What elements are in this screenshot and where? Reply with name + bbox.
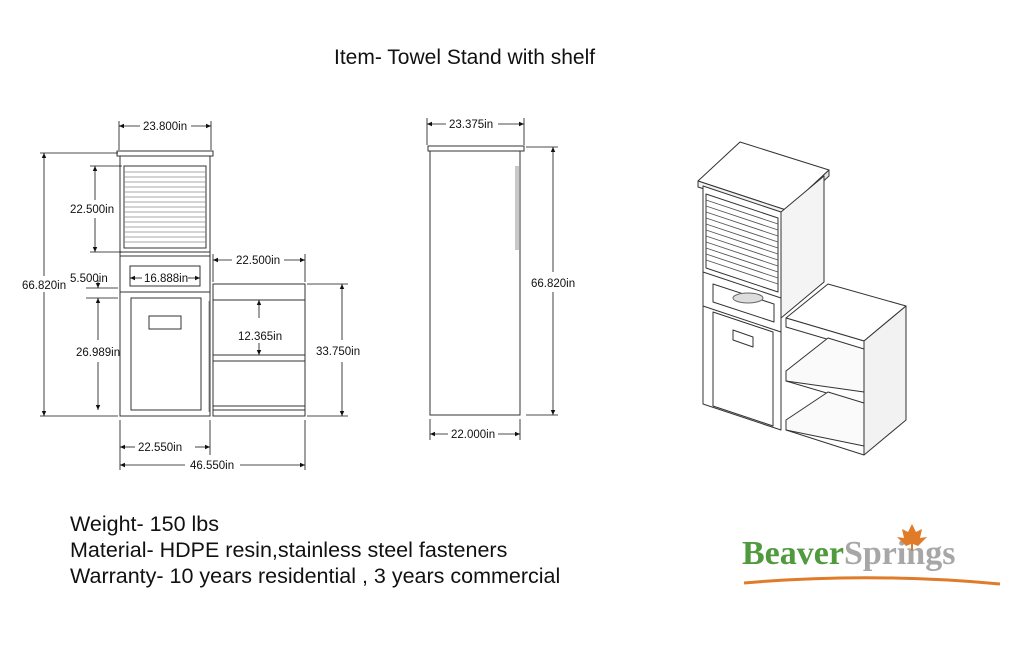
dim-front-shelf-height: 33.750in (316, 346, 360, 358)
side-top (427, 145, 525, 152)
dim-side-height: 66.820in (531, 278, 575, 290)
dim-front-height-lower: 26.989in (76, 347, 120, 359)
side-panel (429, 150, 521, 416)
front-door (130, 297, 202, 411)
front-dimension-labels: 23.800in 66.820in 22.500in 5.500in 16.88… (22, 121, 360, 472)
dim-side-width-base: 22.000in (451, 429, 495, 441)
page-title: Item- Towel Stand with shelf (334, 46, 596, 69)
spec-warranty: Warranty- 10 years residential , 3 years… (70, 564, 561, 588)
dim-front-shelf-spacing: 12.365in (238, 331, 282, 343)
side-dimension-lines (426, 118, 558, 440)
tower-top (116, 150, 214, 157)
dim-front-gap-height: 5.500in (70, 273, 108, 285)
front-dimension-lines (40, 121, 348, 470)
dim-front-height-upper: 22.500in (70, 204, 114, 216)
isometric-view (697, 141, 907, 456)
dim-front-width-top: 23.800in (143, 121, 187, 133)
logo-text-springs: Springs (843, 535, 956, 572)
dim-front-shelf-width: 22.500in (236, 255, 280, 267)
dim-front-width-base: 22.550in (138, 442, 182, 454)
side-view (427, 145, 525, 416)
dim-front-width-total: 46.550in (190, 460, 234, 472)
dim-front-opening-width: 16.888in (144, 273, 188, 285)
spec-material: Material- HDPE resin,stainless steel fas… (70, 538, 508, 562)
front-view (116, 150, 306, 417)
beaver-springs-logo: BeaverSprings (742, 535, 955, 573)
dim-side-width-top: 23.375in (449, 119, 493, 131)
door-handle (148, 315, 182, 330)
spec-weight: Weight- 150 lbs (70, 512, 219, 536)
logo-text-beaver: Beaver (742, 535, 844, 572)
dim-front-height-total: 66.820in (22, 280, 66, 292)
side-dimension-labels: 23.375in 66.820in 22.000in (449, 119, 575, 441)
